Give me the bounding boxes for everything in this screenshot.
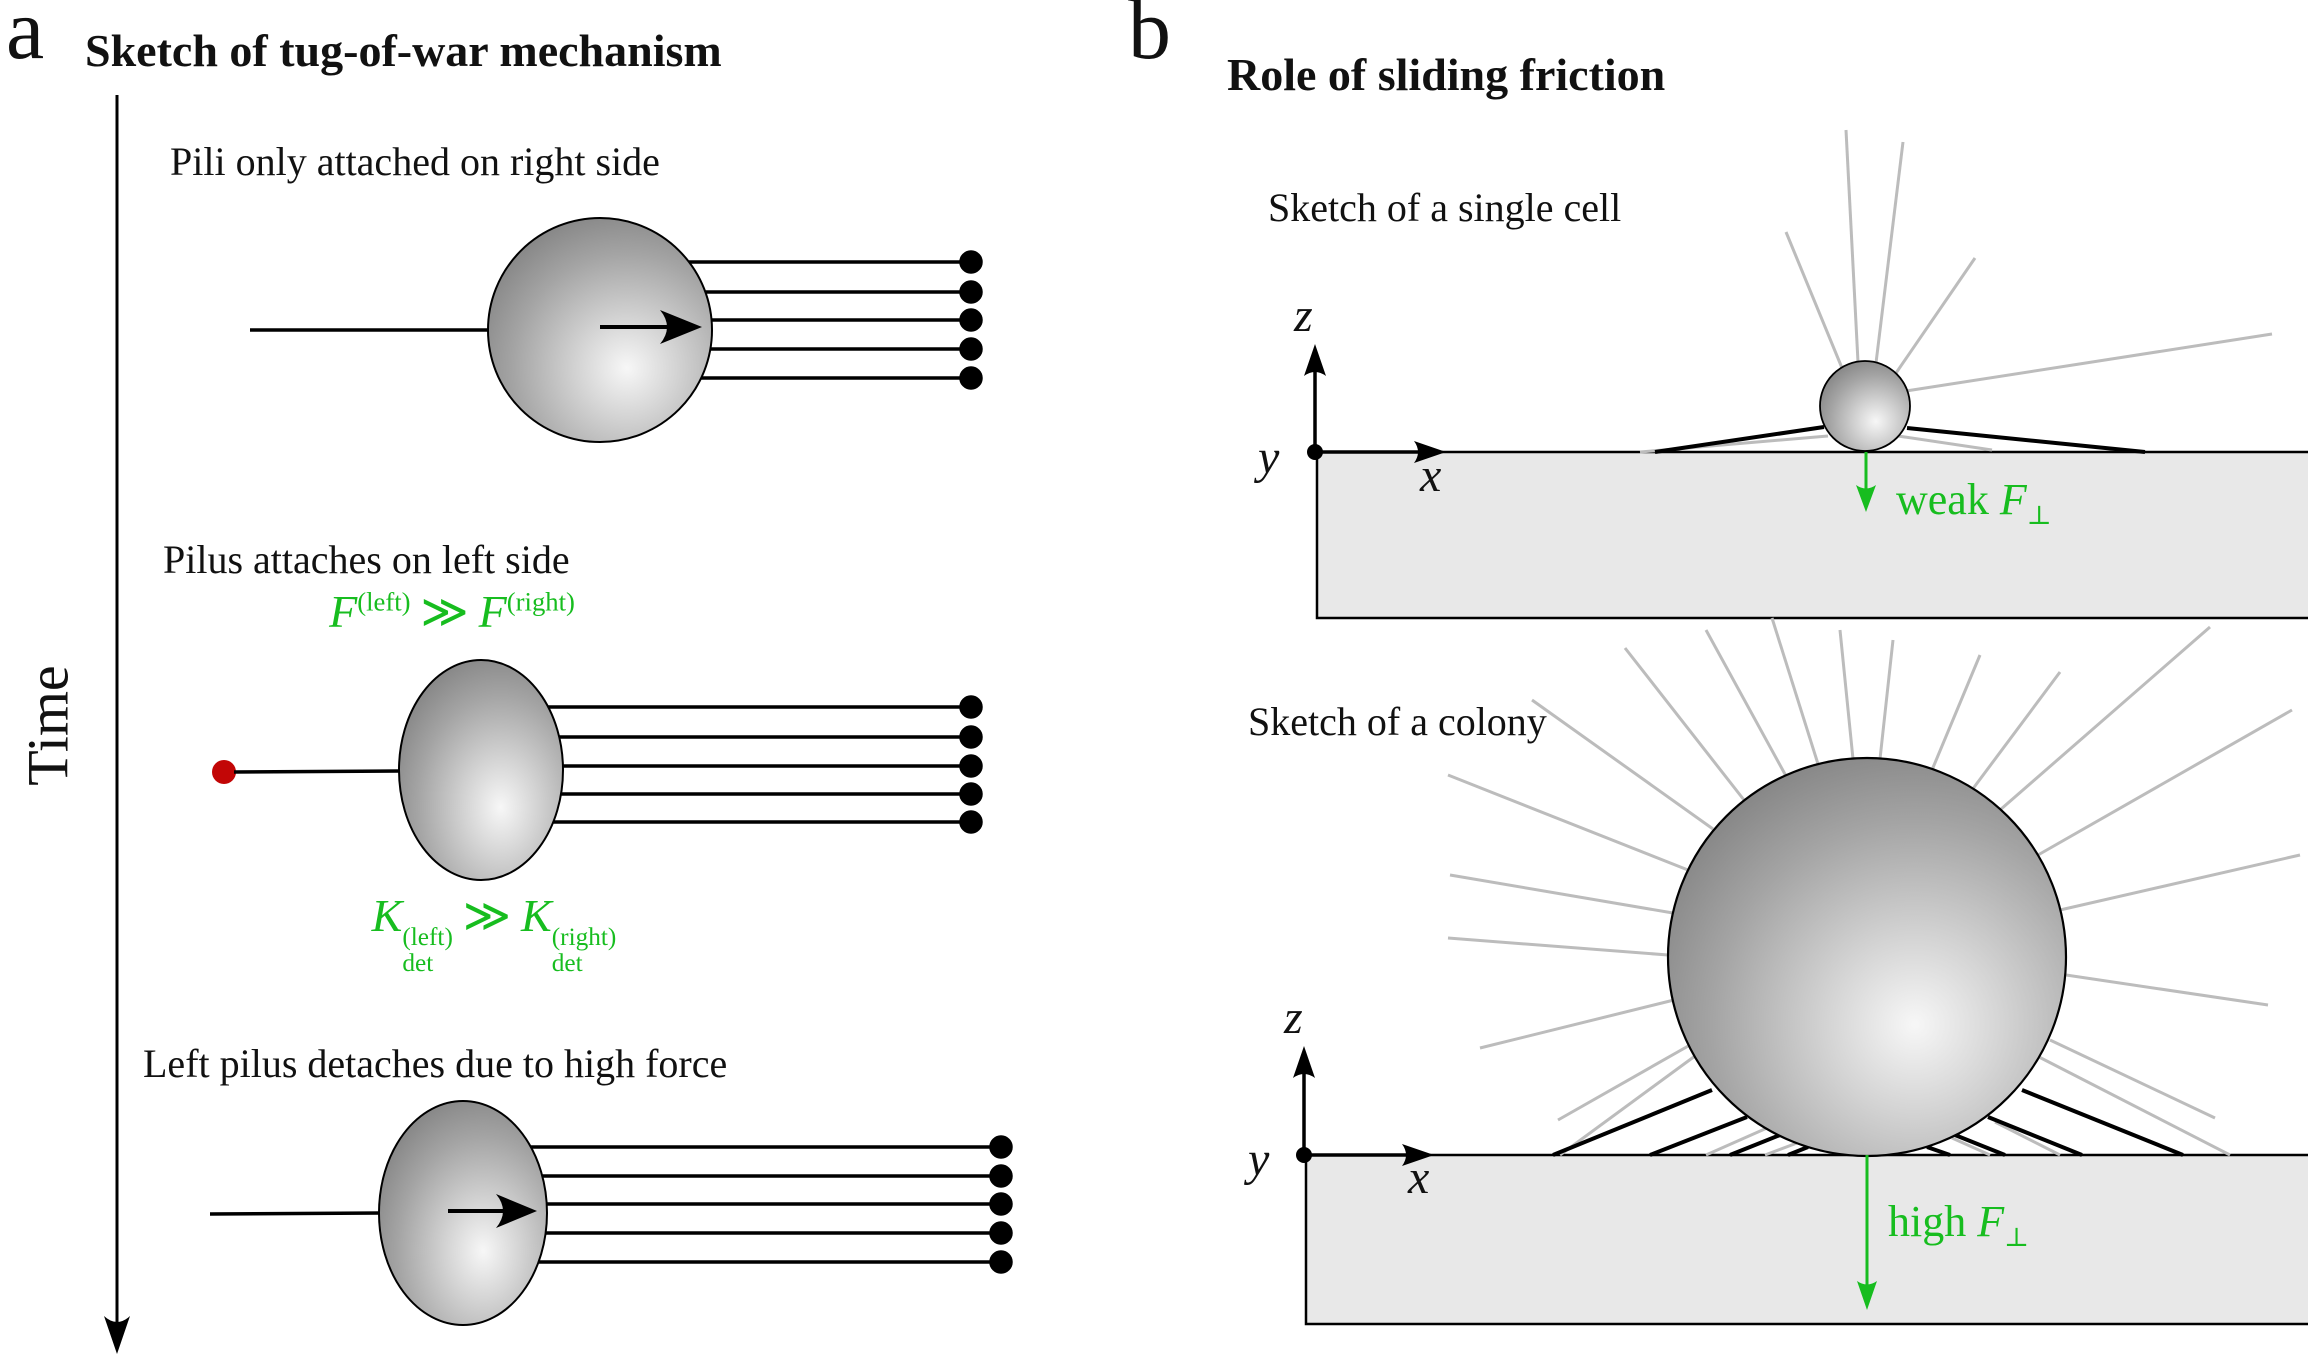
panel-b-title: Role of sliding friction xyxy=(1227,49,1666,100)
sketch1-motion-arrow xyxy=(600,310,702,344)
single-cell-surface xyxy=(1315,450,2308,620)
high-force-label: high F⊥ xyxy=(1888,1197,2029,1252)
high-force-arrowhead-icon xyxy=(1857,1281,1877,1310)
sketch2-attachment-dot xyxy=(212,760,236,784)
colony-x-axis-label: x xyxy=(1408,1151,1430,1204)
z-axis-arrowhead-icon xyxy=(1293,1046,1315,1078)
single-cell-body xyxy=(1819,360,1911,452)
sketch2-right-pili xyxy=(548,695,983,834)
single-cell-axes xyxy=(1304,344,1446,463)
force-inequality: F(left)≫F(right) xyxy=(329,586,575,637)
sketch1-right-pili xyxy=(689,250,983,390)
single-cell-caption: Sketch of a single cell xyxy=(1268,185,1622,230)
sketch3-arrowhead-icon xyxy=(496,1194,537,1228)
colony-pili-gray xyxy=(1447,617,2301,1157)
sketch1-arrowhead-icon xyxy=(660,310,702,344)
sketch2-left-pilus xyxy=(233,769,401,774)
weak-force-label: weak F⊥ xyxy=(1896,475,2052,530)
time-axis-arrow xyxy=(104,95,130,1354)
colony-axes xyxy=(1293,1046,1434,1166)
single-cell-y-axis-label: y xyxy=(1258,431,1280,484)
colony-pili-attached xyxy=(1552,1088,2184,1157)
colony-surface xyxy=(1304,1153,2308,1326)
weak-force-arrowhead-icon xyxy=(1856,485,1876,512)
sketch3-left-pilus xyxy=(209,1211,383,1216)
panel-b-label: b xyxy=(1128,0,1171,77)
colony-z-axis-label: z xyxy=(1284,991,1303,1044)
single-cell-x-axis-label: x xyxy=(1420,449,1442,502)
time-arrowhead-icon xyxy=(104,1316,130,1354)
sketch1-caption: Pili only attached on right side xyxy=(170,139,660,184)
single-cell-z-axis-label: z xyxy=(1294,289,1313,342)
panel-a-title: Sketch of tug-of-war mechanism xyxy=(85,25,722,76)
colony-y-axis-label: y xyxy=(1248,1133,1270,1186)
colony-caption: Sketch of a colony xyxy=(1248,699,1547,744)
high-force-arrow xyxy=(1857,1155,1877,1310)
sketch2-cell-body xyxy=(398,659,564,881)
single-cell-pili-gray xyxy=(1639,129,2273,454)
z-axis-arrowhead-icon xyxy=(1304,344,1326,376)
sketch1-cell-body xyxy=(487,217,713,443)
panel-a-label: a xyxy=(6,0,45,77)
single-cell-pili-attached xyxy=(1654,425,2146,454)
detach-rate-inequality: K(left)det≫K(right)det xyxy=(371,890,617,977)
sketch3-caption: Left pilus detaches due to high force xyxy=(143,1041,728,1086)
sketch3-motion-arrow xyxy=(448,1194,537,1228)
sketch2-caption: Pilus attaches on left side xyxy=(163,537,570,582)
time-axis-label: Time xyxy=(15,665,81,786)
sketch3-right-pili xyxy=(531,1135,1013,1274)
colony-body xyxy=(1666,756,2068,1158)
weak-force-arrow xyxy=(1856,452,1876,512)
x-axis-arrowhead-icon xyxy=(1402,1144,1434,1166)
x-axis-arrowhead-icon xyxy=(1414,441,1446,463)
